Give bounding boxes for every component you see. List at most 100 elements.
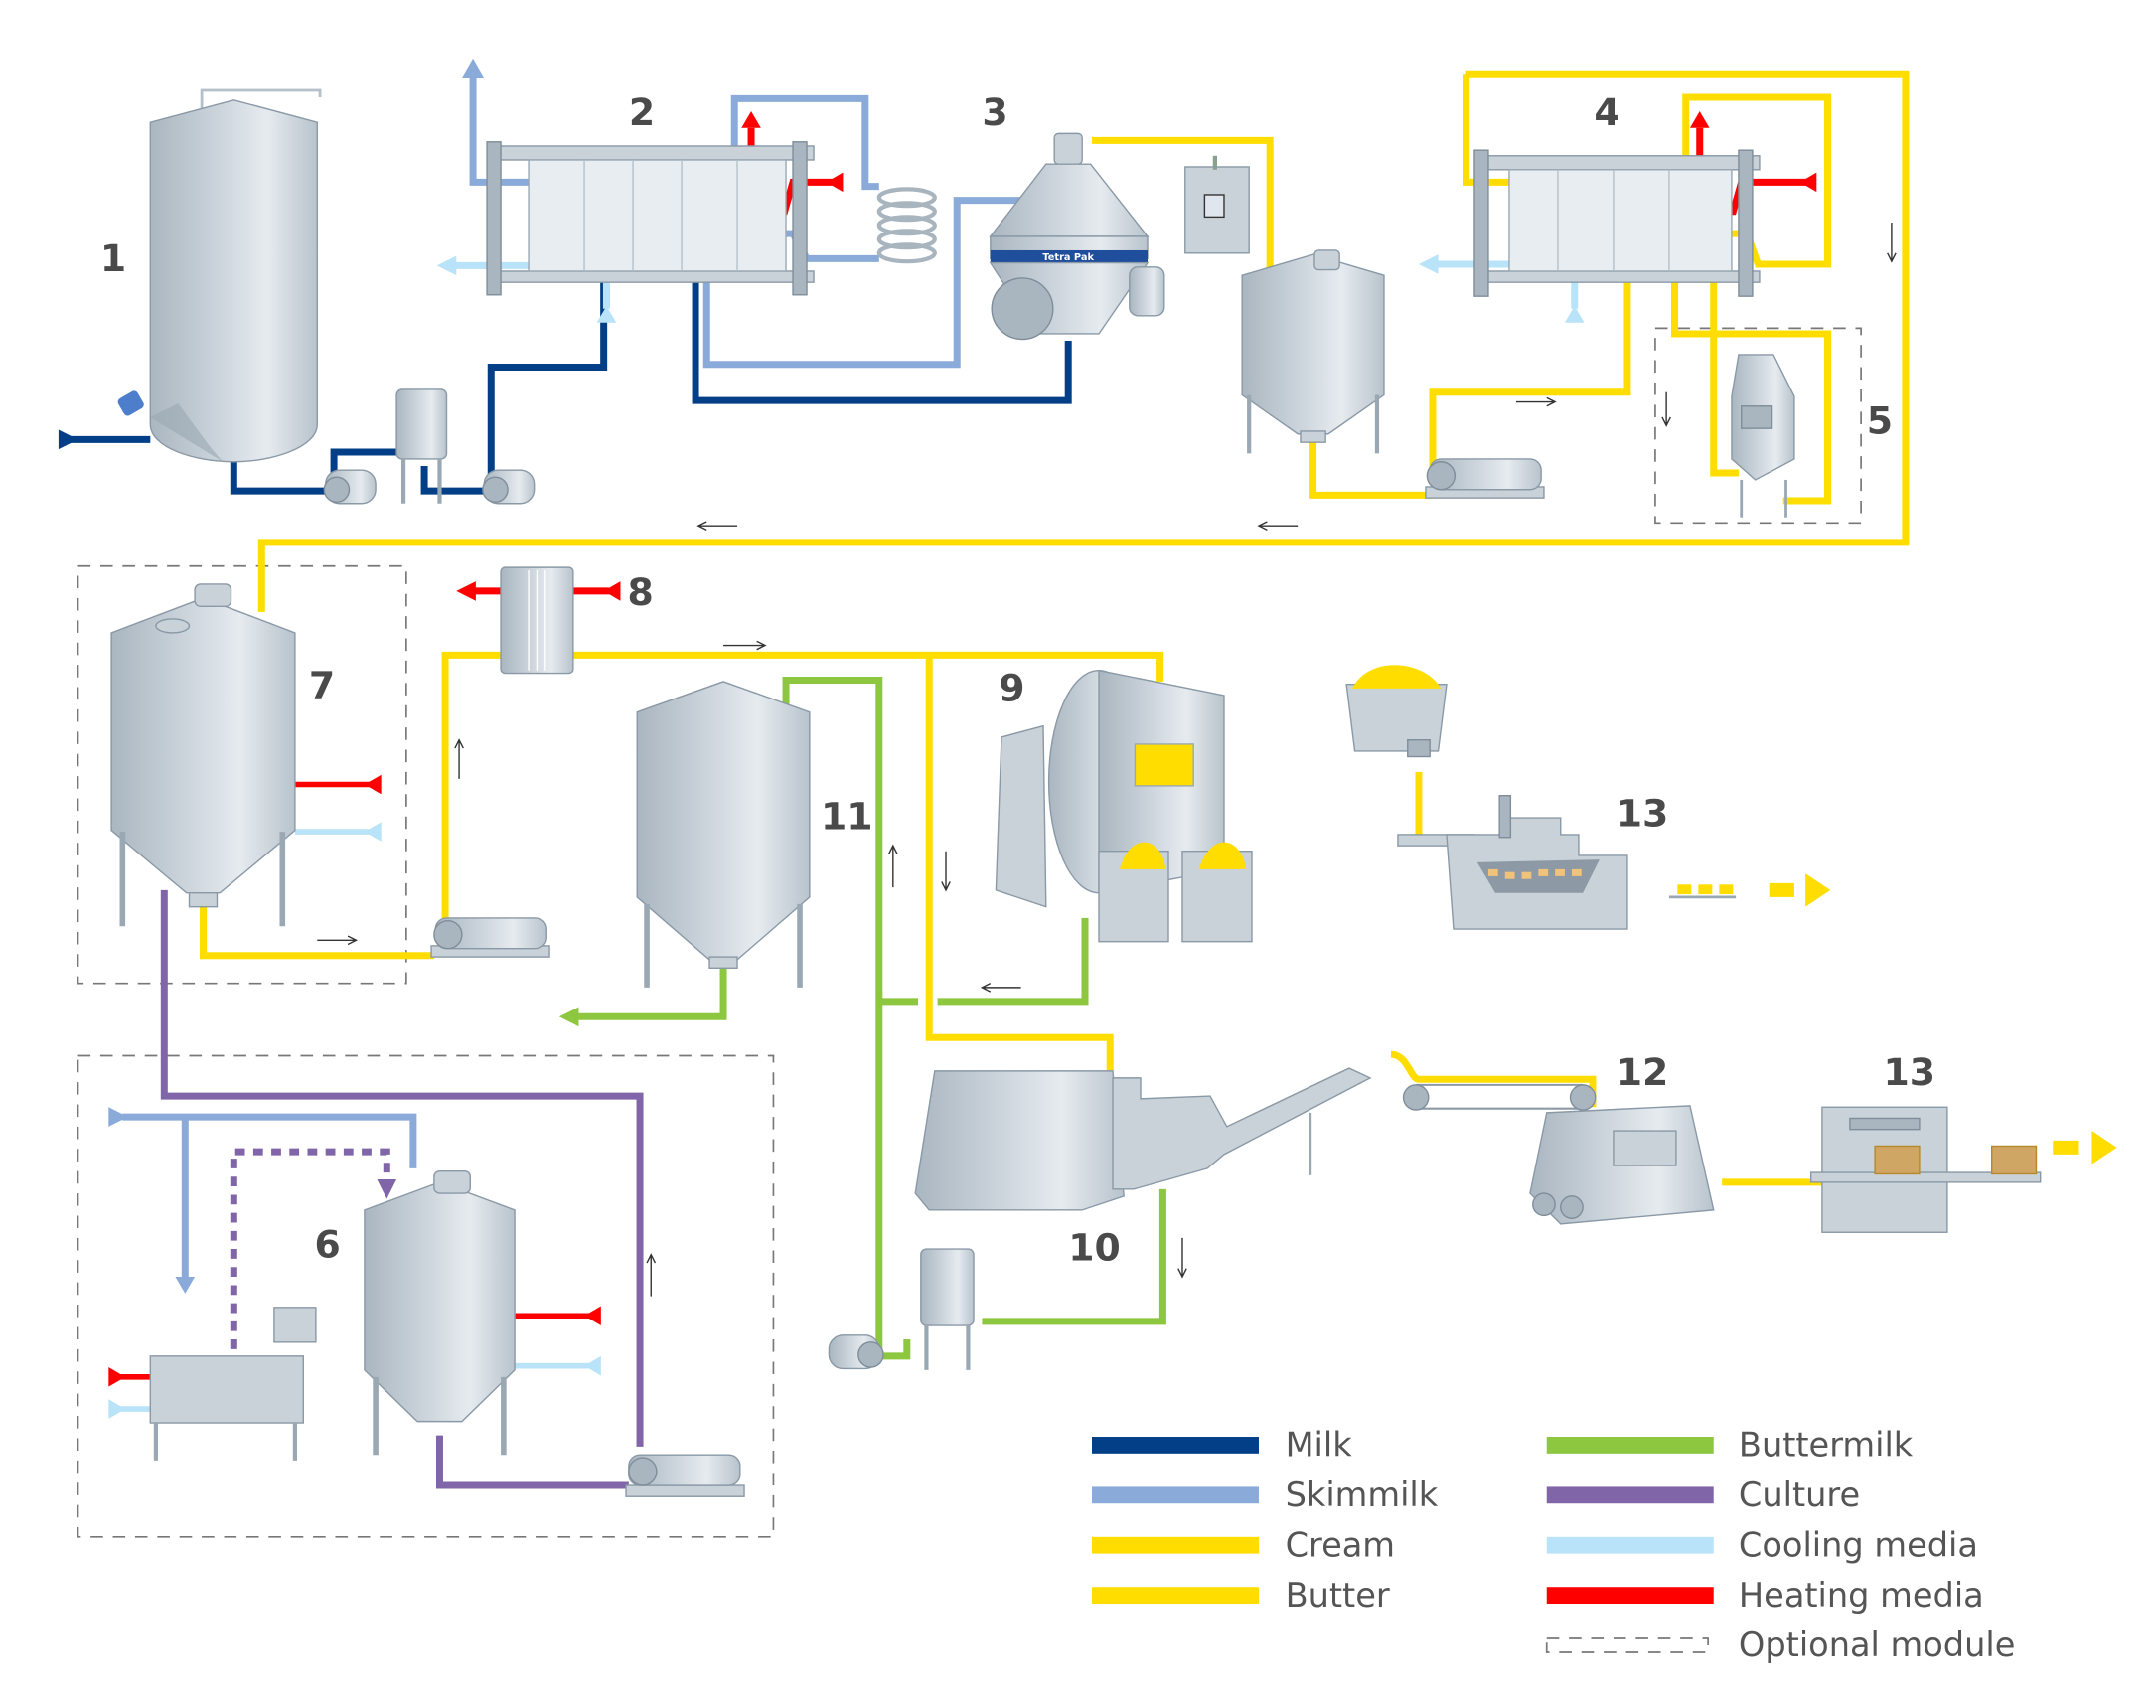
legend-swatch-milk: [1091, 1437, 1259, 1454]
arrowhead-cooling-in-2: [596, 305, 617, 323]
arrowhead-butter-dash-bottom: [2053, 1140, 2079, 1155]
legend-label: Skimmilk: [1286, 1475, 1439, 1514]
equipment-5-deaerator[interactable]: [1731, 354, 1795, 518]
label-4: 4: [1594, 90, 1619, 134]
legend-swatch-optional-module: [1545, 1637, 1709, 1653]
equipment-numbers: 1 2 3 4 5 6 7 8 9 10 11 12 13 13: [100, 90, 1935, 1269]
buttermilk-pump[interactable]: [828, 1334, 884, 1370]
equipment-8-plate-heat-exchanger[interactable]: [500, 566, 574, 675]
equipment-13-butter-filler[interactable]: [1397, 795, 1737, 930]
arrowhead-cooling-out-2: [436, 255, 457, 276]
equipment-7-cream-ripening-tank[interactable]: [110, 583, 296, 927]
pipe-milk-tank1-to-pump: [230, 456, 335, 495]
cream-pump-1[interactable]: [1425, 458, 1545, 499]
flow-arrows: [317, 222, 1897, 1297]
pipe-cream-tank7-to-pump: [200, 903, 434, 960]
arrowhead-skimmilk-out: [461, 58, 485, 78]
label-12: 12: [1617, 1050, 1669, 1094]
control-cabinet[interactable]: [1184, 155, 1250, 254]
equipment-6-culture-tank[interactable]: [364, 1169, 516, 1456]
holding-tube-coil[interactable]: [876, 187, 937, 264]
label-13-filler: 13: [1617, 792, 1669, 836]
legend-item-heating-media: Heating media: [1546, 1576, 1984, 1615]
arrowhead-skimmilk-in-6: [108, 1107, 128, 1127]
buttermilk-collection-tank[interactable]: [920, 1248, 975, 1370]
legend-item-culture: Culture: [1546, 1475, 1860, 1514]
arrowhead-culture-down: [377, 1179, 397, 1199]
label-3: 3: [982, 90, 1007, 134]
legend-label: Milk: [1286, 1426, 1353, 1465]
legend-item-butter: Butter: [1091, 1576, 1390, 1615]
arrowhead-cooling-in-7: [364, 822, 382, 842]
butter-box: [1990, 1145, 2038, 1175]
arrowhead-heating-in-7: [364, 774, 382, 795]
legend-swatch-cooling: [1546, 1536, 1714, 1554]
pipe-milk-buffer-to-pump2: [420, 465, 495, 495]
butter-conveyor[interactable]: [1402, 1083, 1597, 1111]
arrowhead-butter-dash-top: [1769, 882, 1794, 897]
arrowhead-butter-out-top: [1805, 873, 1831, 907]
milk-pump-2[interactable]: [482, 469, 536, 505]
equipment-9-batch-churn[interactable]: [995, 669, 1253, 943]
legend-label: Heating media: [1739, 1576, 1984, 1615]
label-8: 8: [627, 570, 653, 614]
arrowhead-skimmilk-down: [175, 1277, 196, 1294]
legend-swatch-heating: [1546, 1587, 1714, 1605]
equipment-1-milk-silo[interactable]: [116, 88, 322, 463]
culture-preparation-unit[interactable]: [149, 1307, 317, 1461]
arrowhead-heating-in-2: [826, 172, 844, 193]
label-7: 7: [309, 664, 335, 707]
churn-window-butter: [1134, 743, 1194, 787]
equipment-10-continuous-butter-maker[interactable]: [914, 1067, 1372, 1211]
agitator-motor: [117, 390, 144, 416]
legend-label: Buttermilk: [1739, 1426, 1914, 1465]
equipment-4-plate-heat-exchanger[interactable]: [1473, 149, 1761, 297]
pipe-butter-to-packer: [1390, 1050, 1597, 1108]
legend-label: Butter: [1286, 1576, 1390, 1615]
arrowhead-milk-inlet: [58, 429, 78, 450]
cream-tank[interactable]: [1241, 249, 1385, 454]
legend-label: Cream: [1286, 1525, 1395, 1564]
legend-item-buttermilk: Buttermilk: [1546, 1426, 1914, 1465]
label-2: 2: [629, 90, 655, 134]
arrowhead-heating-in-culture: [108, 1367, 126, 1387]
equipment-3-separator[interactable]: Tetra Pak: [989, 132, 1165, 341]
arrowhead-cooling-in-culture: [108, 1399, 126, 1419]
pipe-culture-to-tank7: [160, 889, 644, 1447]
arrowheads: [58, 58, 2117, 1419]
arrowhead-cooling-in-6: [584, 1355, 601, 1376]
legend-label: Culture: [1739, 1475, 1860, 1514]
label-11: 11: [821, 794, 873, 838]
legend-item-milk: Milk: [1091, 1426, 1353, 1465]
pipe-cream-to-churn-bypass: [925, 655, 1114, 1071]
milk-buffer-tank[interactable]: [395, 388, 448, 504]
pipe-culture-tank6-out: [435, 1435, 629, 1489]
butter-cart[interactable]: [1345, 665, 1448, 758]
brand-label: Tetra Pak: [1042, 252, 1094, 263]
legend-label: Cooling media: [1739, 1525, 1978, 1564]
label-9: 9: [999, 667, 1024, 710]
label-13-packer: 13: [1884, 1050, 1936, 1094]
label-1: 1: [100, 236, 126, 280]
legend-swatch-buttermilk: [1546, 1437, 1714, 1454]
pipe-milk-pump-to-buffer: [330, 448, 397, 478]
legend-label: Optional module: [1739, 1626, 2015, 1664]
arrowhead-heating-in-6: [584, 1306, 601, 1326]
arrowhead-butter-out-bottom: [2091, 1131, 2117, 1165]
pipe-skimmilk-culture-in: [122, 1113, 417, 1278]
pipe-buttermilk-10: [982, 1188, 1166, 1325]
label-6: 6: [314, 1222, 340, 1266]
equipment-13-butter-packer[interactable]: [1810, 1106, 2042, 1233]
cream-pump-2[interactable]: [430, 917, 550, 958]
pipe-cream-sep-to-tank: [1091, 136, 1274, 276]
milk-pump-1[interactable]: [323, 469, 377, 505]
equipment-2-plate-heat-exchanger[interactable]: [486, 141, 815, 296]
legend-swatch-cream: [1091, 1536, 1259, 1554]
culture-pump[interactable]: [625, 1454, 745, 1497]
equipment-11-buttermilk-tank[interactable]: [636, 681, 811, 988]
arrowhead-heating-in-8: [603, 581, 621, 601]
legend-item-cooling-media: Cooling media: [1546, 1525, 1978, 1564]
arrowhead-buttermilk-out: [558, 1007, 579, 1027]
arrowhead-heating-in-4: [1799, 172, 1817, 193]
equipment-12-butter-silo[interactable]: [1529, 1105, 1715, 1225]
